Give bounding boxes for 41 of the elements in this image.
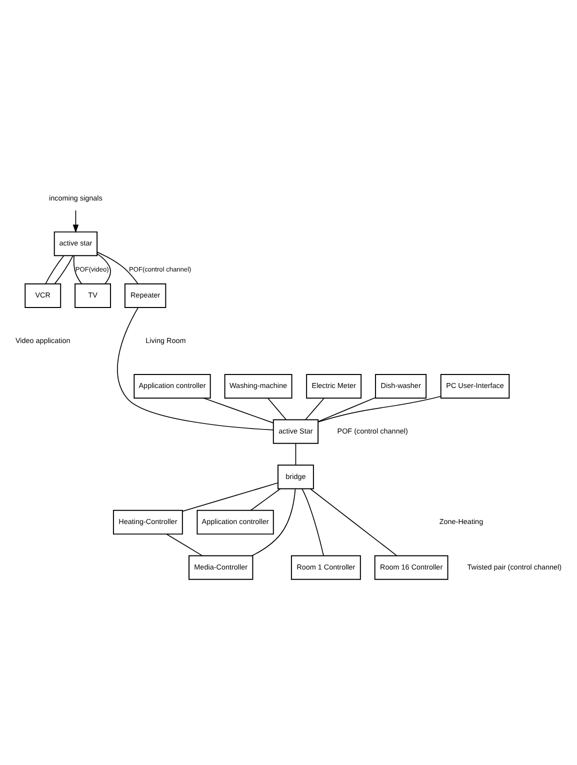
node-box: Media-Controller [188,554,254,580]
node-box: Heating-Controller [112,509,183,534]
connector [252,488,296,556]
node-box: PC User-Interface [440,373,510,398]
node-box: Washing-machine [224,373,292,398]
node-box: bridge [278,464,314,489]
connector [96,252,111,284]
connector [310,488,398,556]
connector [318,396,376,422]
node-box: Electric Meter [306,373,362,398]
node-box: Room 16 Controller [374,554,448,580]
connector [268,397,286,420]
label: Twisted pair (control channel) [467,562,562,571]
node-box: VCR [24,282,62,308]
connector [295,442,296,465]
arrow [72,210,79,232]
node-box: Dish-washer [375,373,427,398]
connector [45,254,64,284]
connector [203,397,274,423]
connector [166,533,203,556]
connector [182,482,278,512]
connector [250,488,281,510]
node-box: active star [54,230,98,256]
connector [305,397,324,420]
label: Living Room [146,335,186,344]
node-box: TV [74,282,111,308]
label: Video application [15,335,70,344]
node-text: incoming signals [49,192,102,202]
connector [302,488,324,556]
connector [117,306,274,430]
connector [318,395,442,422]
node-box: Application controller [134,373,211,398]
label: POF (control channel) [337,426,408,435]
node-box: active Star [272,418,319,444]
label: Zone-Heating [439,516,484,526]
connector [54,254,74,284]
connector [96,251,138,284]
node-box: Room 1 Controller [290,554,361,580]
node-box: Repeater [124,282,166,308]
node-box: Application controller [196,509,274,534]
connector [73,254,82,284]
